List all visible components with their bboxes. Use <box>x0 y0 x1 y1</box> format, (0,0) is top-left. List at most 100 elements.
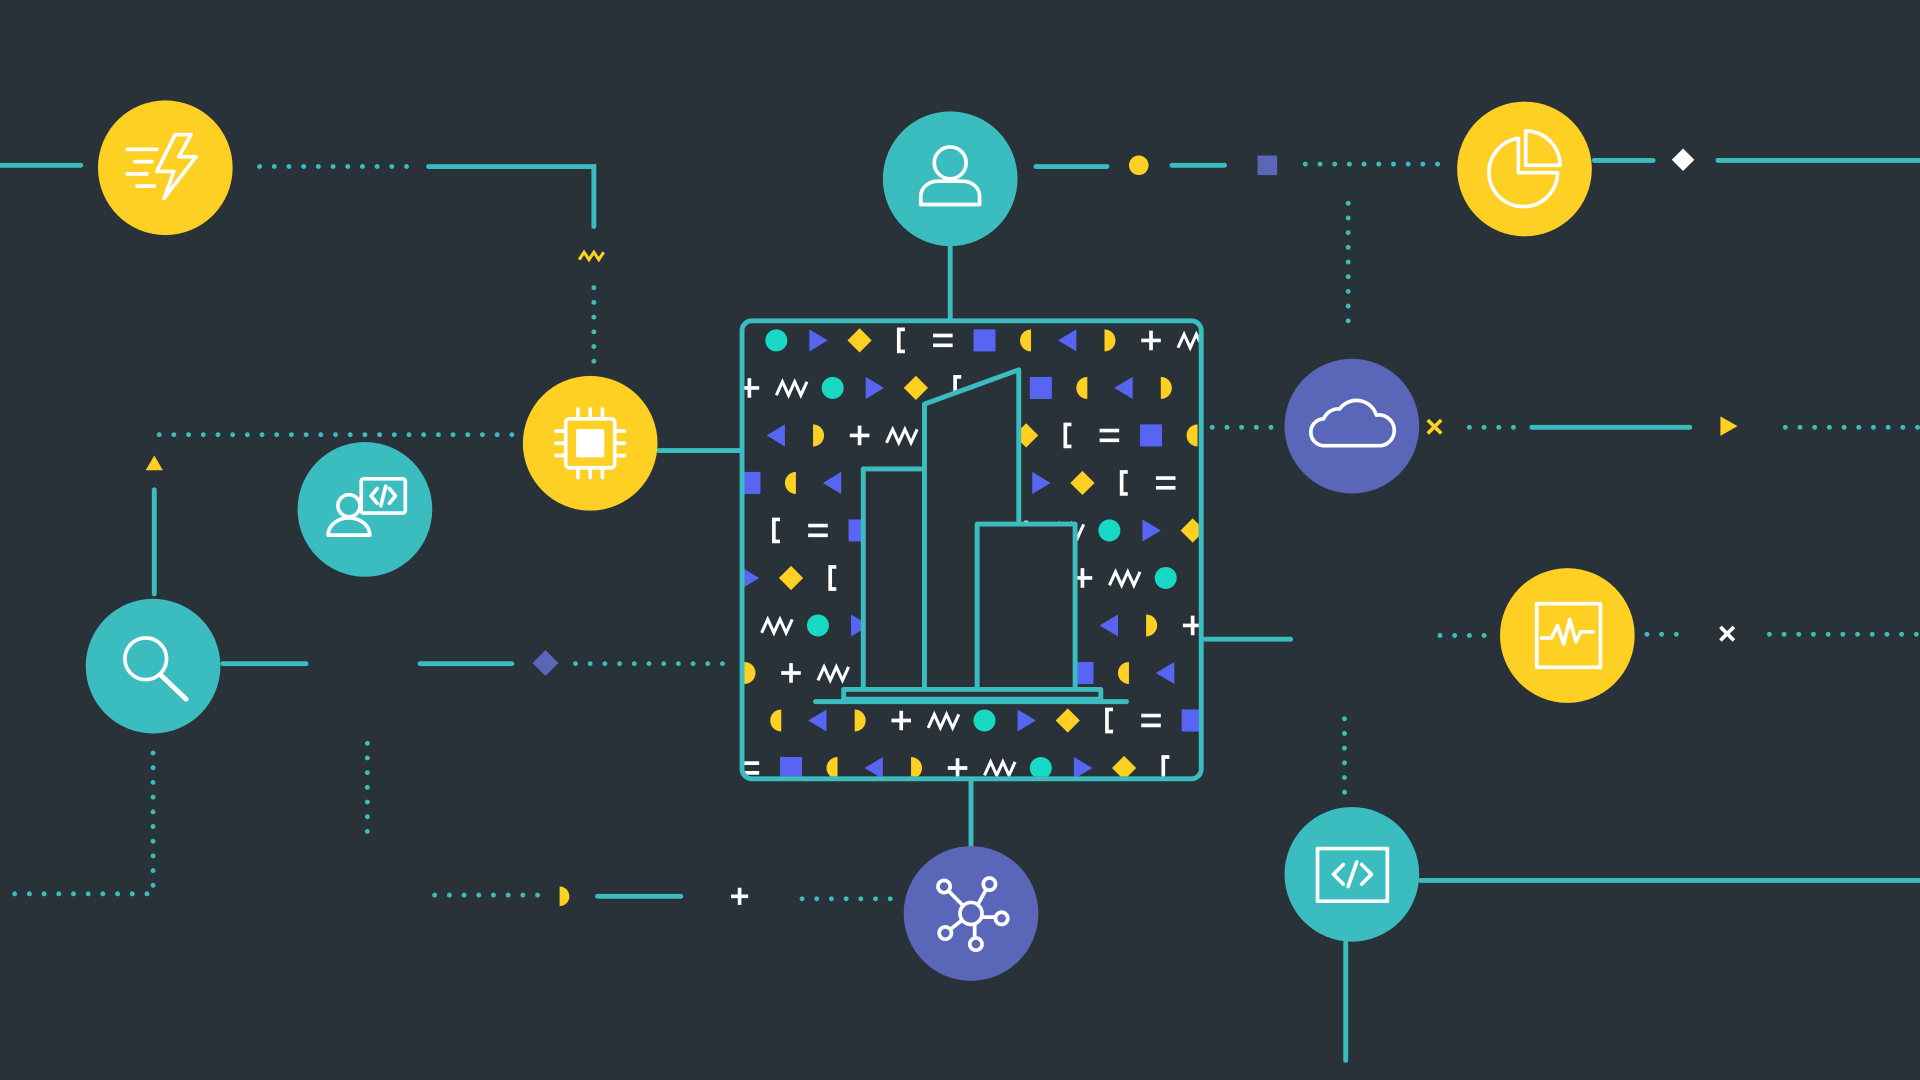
pattern-symbol <box>1111 755 1137 777</box>
pattern-symbol <box>822 471 842 494</box>
dot-marker <box>1128 155 1149 176</box>
pie-chart-node[interactable] <box>1457 101 1592 237</box>
pattern-symbol <box>851 614 870 637</box>
pattern-symbol <box>1154 566 1177 589</box>
pattern-symbol <box>1140 424 1163 447</box>
pattern-symbol <box>849 425 870 446</box>
pattern-symbol <box>809 329 828 352</box>
pattern-symbol <box>765 329 788 352</box>
diamond-marker <box>532 650 559 677</box>
pattern-symbol <box>1146 614 1158 637</box>
cloud-node[interactable] <box>1284 358 1420 494</box>
pattern-symbol <box>947 758 968 777</box>
pattern-symbol <box>784 471 796 494</box>
pattern-symbol <box>1117 661 1129 684</box>
developer-icon <box>326 476 408 537</box>
pattern-symbol <box>1107 568 1142 590</box>
user-node[interactable] <box>882 111 1018 247</box>
pattern-symbol <box>744 378 760 398</box>
pattern-symbol <box>1186 424 1198 447</box>
connection-lines <box>0 157 1920 1063</box>
user-icon <box>918 145 982 207</box>
pattern-symbol <box>1029 376 1052 399</box>
pattern-symbol <box>1142 519 1161 542</box>
pattern-symbol <box>772 517 780 544</box>
pattern-symbol <box>1099 614 1118 637</box>
pie-chart-icon <box>1487 129 1562 209</box>
pattern-symbol <box>1055 708 1080 733</box>
pattern-symbol <box>780 756 803 777</box>
lightning-node[interactable] <box>97 100 233 236</box>
pattern-symbol <box>864 756 883 777</box>
pattern-symbol <box>1141 713 1161 728</box>
office-building-icon <box>813 367 1129 705</box>
search-icon <box>123 636 189 702</box>
pattern-symbol <box>865 376 885 399</box>
code-node[interactable] <box>1284 806 1420 942</box>
pattern-symbol <box>1141 330 1161 351</box>
pattern-symbol <box>744 566 760 589</box>
pattern-symbol <box>808 523 828 538</box>
pattern-symbol <box>1073 756 1093 777</box>
pattern-symbol <box>1057 329 1077 352</box>
pattern-symbol <box>1020 329 1032 352</box>
developer-node[interactable] <box>297 442 433 577</box>
pattern-symbol <box>1029 756 1052 777</box>
pattern-symbol <box>1105 707 1114 734</box>
pattern-symbol <box>1155 661 1175 684</box>
cpu-node[interactable] <box>522 375 658 511</box>
pattern-symbol <box>1161 755 1170 777</box>
zigzag-marker <box>577 249 605 263</box>
pattern-symbol <box>1017 709 1036 732</box>
pattern-symbol <box>766 424 785 447</box>
pattern-symbol <box>744 471 761 494</box>
cloud-icon <box>1308 398 1397 448</box>
network-hub-icon <box>936 876 1010 953</box>
pulse-monitor-icon <box>1534 601 1603 670</box>
pattern-symbol <box>896 327 905 354</box>
pattern-symbol <box>926 710 961 732</box>
pattern-symbol <box>847 328 872 353</box>
pattern-symbol <box>1104 329 1116 352</box>
pattern-symbol <box>1181 709 1199 732</box>
pattern-symbol <box>1182 615 1199 636</box>
pattern-symbol <box>973 329 996 352</box>
pattern-symbol <box>885 425 919 447</box>
pattern-symbol <box>1032 471 1051 494</box>
pattern-symbol <box>828 565 837 591</box>
pattern-symbol <box>744 761 760 775</box>
x-marker <box>1719 625 1736 642</box>
central-building-panel <box>739 318 1204 782</box>
pattern-symbol <box>1176 330 1199 352</box>
pattern-symbol <box>1099 428 1120 443</box>
pattern-symbol <box>933 333 953 348</box>
search-node[interactable] <box>85 598 221 734</box>
code-window-icon <box>1315 846 1390 904</box>
pattern-symbol <box>1114 376 1133 399</box>
lightning-bolt-icon <box>125 132 198 201</box>
pattern-symbol <box>1119 470 1128 496</box>
x-marker <box>1426 418 1443 435</box>
pattern-symbol <box>813 424 825 447</box>
pattern-symbol <box>1098 519 1121 542</box>
pattern-symbol <box>744 661 756 684</box>
cpu-chip-icon <box>554 407 627 480</box>
pattern-symbol <box>774 378 809 399</box>
plus-marker <box>731 887 749 905</box>
half-circle-marker <box>559 886 570 907</box>
diamond-marker <box>1671 148 1695 172</box>
pattern-symbol <box>983 758 1017 777</box>
triangle-marker <box>145 455 163 471</box>
decorative-markers <box>145 148 1738 907</box>
pattern-symbol <box>1160 376 1172 399</box>
pattern-symbol <box>891 710 912 731</box>
pattern-symbol <box>973 709 996 732</box>
pattern-symbol <box>778 565 804 591</box>
pattern-symbol <box>1155 476 1176 490</box>
triangle-marker <box>1720 416 1738 436</box>
pattern-symbol <box>1063 422 1072 449</box>
pattern-symbol <box>781 663 801 683</box>
pulse-monitor-node[interactable] <box>1500 568 1635 703</box>
network-node[interactable] <box>903 846 1039 981</box>
